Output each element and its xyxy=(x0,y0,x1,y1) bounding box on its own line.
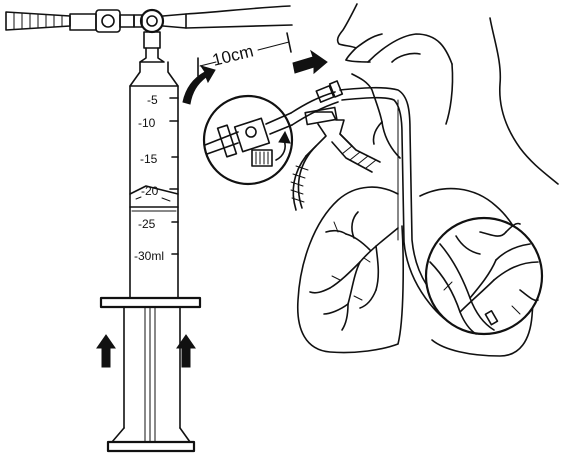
scale-mark: -25 xyxy=(138,217,156,231)
scale-mark: -20 xyxy=(141,184,159,198)
right-arrow-icon xyxy=(293,51,327,73)
scale-mark: -15 xyxy=(140,152,158,166)
luer-connector xyxy=(6,10,134,32)
scale-mark: -5 xyxy=(147,93,158,107)
curved-arrow-icon xyxy=(183,66,215,104)
distance-label: 10cm xyxy=(210,41,255,69)
syringe: -5 -10 -15 -20 -25 -30ml xyxy=(6,6,292,451)
bronchus-detail-circle xyxy=(426,218,542,334)
plunger xyxy=(108,307,194,451)
breathing-circuit xyxy=(291,107,380,210)
syringe-flange xyxy=(101,298,200,307)
syringe-scale: -5 -10 -15 -20 -25 -30ml xyxy=(134,93,164,263)
stopcock-detail-circle xyxy=(204,96,292,184)
bronchial-tree xyxy=(310,212,398,330)
up-arrow-icon xyxy=(97,335,115,367)
stopcock xyxy=(134,10,186,48)
scale-mark: -10 xyxy=(138,116,156,130)
extension-tube xyxy=(186,6,292,28)
scale-mark: -30ml xyxy=(134,249,164,263)
